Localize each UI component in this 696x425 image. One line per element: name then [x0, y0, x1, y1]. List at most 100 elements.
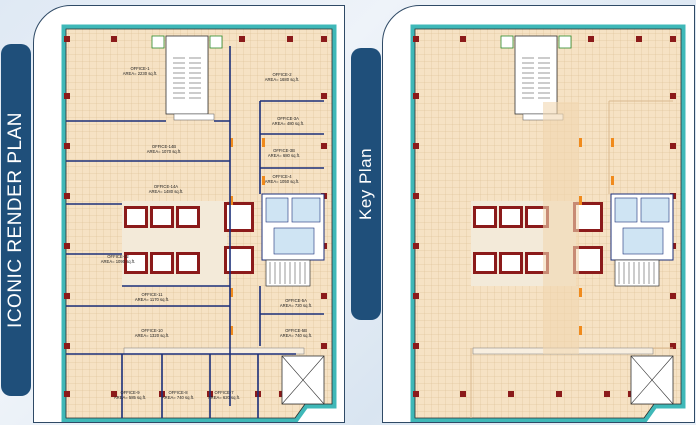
office-area: AREA= 1320 sq.ft. [135, 333, 170, 338]
structural-column [556, 391, 562, 397]
structural-column [670, 93, 676, 99]
lift-car [502, 209, 520, 225]
door-marker [579, 288, 582, 297]
lift-car [576, 249, 600, 271]
lift-car [179, 209, 197, 225]
structural-column [413, 93, 419, 99]
structural-column [239, 36, 245, 42]
office-name: OFFICE-11 [141, 292, 163, 297]
toilet-room [291, 197, 321, 223]
key-plan-panel [382, 5, 695, 423]
lift-car [127, 209, 145, 225]
structural-column [413, 243, 419, 249]
office-name: OFFICE-12 [107, 254, 129, 259]
structural-column [670, 343, 676, 349]
office-area: AREA= 740 sq.ft. [280, 333, 312, 338]
structural-column [670, 143, 676, 149]
toilet-room [622, 227, 664, 255]
structural-column [460, 391, 466, 397]
office-name: OFFICE-3A [277, 116, 299, 121]
structural-column [588, 36, 594, 42]
secondary-stair [614, 259, 660, 287]
structural-column [413, 293, 419, 299]
office-area: AREA= 620 sq.ft. [208, 395, 240, 400]
office-name: OFFICE-14A [154, 184, 178, 189]
structural-column [64, 36, 70, 42]
shaft [151, 35, 165, 49]
office-area: AREA= 740 sq.ft. [162, 395, 194, 400]
office-area: AREA= 1680 sq.ft. [265, 77, 300, 82]
structural-column [413, 391, 419, 397]
structural-column [321, 293, 327, 299]
lift-car [528, 255, 546, 271]
structural-column [64, 193, 70, 199]
door-marker [611, 138, 614, 147]
office-name: OFFICE-14B [152, 144, 176, 149]
lift-car [127, 255, 145, 271]
structural-column [460, 36, 466, 42]
structural-column [670, 36, 676, 42]
structural-column [111, 36, 117, 42]
door-marker [262, 176, 265, 185]
office-name: OFFICE-5B [285, 328, 307, 333]
lift-car [227, 205, 251, 229]
structural-column [670, 293, 676, 299]
structural-column [321, 93, 327, 99]
structural-column [636, 36, 642, 42]
structural-column [111, 391, 117, 397]
office-area: AREA= 2230 sq.ft. [123, 71, 158, 76]
office-name: OFFICE-10 [141, 328, 163, 333]
door-marker [611, 176, 614, 185]
toilet-room [640, 197, 670, 223]
office-area: AREA= 680 sq.ft. [268, 153, 300, 158]
shaft [500, 35, 514, 49]
door-marker [579, 326, 582, 335]
structural-column [413, 193, 419, 199]
office-area: AREA= 1170 sq.ft. [135, 297, 169, 302]
side-tab-render-plan-label: ICONIC RENDER PLAN [5, 112, 27, 328]
shaft [558, 35, 572, 49]
shaft [209, 35, 223, 49]
structural-column [64, 93, 70, 99]
structural-column [508, 391, 514, 397]
structural-column [287, 36, 293, 42]
structural-column [64, 293, 70, 299]
side-tab-key-plan-label: Key Plan [356, 147, 376, 221]
structural-column [64, 343, 70, 349]
outer-walkway [410, 24, 686, 422]
structural-column [321, 143, 327, 149]
lift-car [502, 255, 520, 271]
stair-core [165, 35, 209, 115]
lift-car [576, 205, 600, 229]
structural-column [321, 343, 327, 349]
toilet-room [273, 227, 315, 255]
office-name: OFFICE-5A [285, 298, 307, 303]
toilet-room [614, 197, 638, 223]
outer-walkway [61, 24, 337, 422]
structural-column [413, 343, 419, 349]
office-area: AREA= 480 sq.ft. [272, 121, 304, 126]
side-tab-render-plan: ICONIC RENDER PLAN [1, 44, 31, 396]
structural-column [64, 143, 70, 149]
office-name: OFFICE-1 [130, 66, 150, 71]
secondary-stair [265, 259, 311, 287]
office-area: AREA= 1480 sq.ft. [149, 189, 184, 194]
side-tab-key-plan: Key Plan [351, 48, 381, 320]
office-area: AREA= 720 sq.ft. [280, 303, 312, 308]
door-marker [579, 196, 582, 205]
office-area: AREA= 1090 sq.ft. [101, 259, 136, 264]
duct-cross [281, 355, 325, 405]
key-floor-plan [410, 24, 686, 422]
structural-column [64, 391, 70, 397]
door-marker [230, 196, 233, 205]
stair-core [514, 35, 558, 115]
lift-car [227, 249, 251, 271]
central-corridor [543, 102, 579, 354]
door-marker [230, 138, 233, 147]
structural-column [413, 36, 419, 42]
office-area: AREA= 1070 sq.ft. [147, 149, 182, 154]
lift-car [476, 255, 494, 271]
office-name: OFFICE-8 [168, 390, 188, 395]
